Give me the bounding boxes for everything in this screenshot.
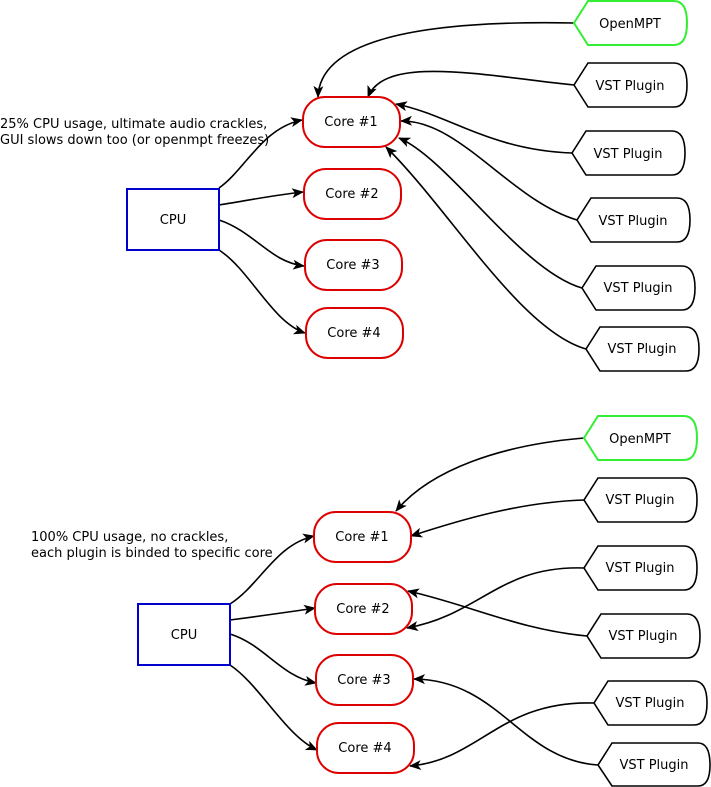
edge-bottom-plugin3-core2	[407, 588, 588, 637]
bottom-diagram: 100% CPU usage, no crackles, each plugin…	[31, 415, 711, 787]
top-plugin-4-label: VST Plugin	[603, 281, 672, 296]
bottom-core-3	[315, 654, 414, 706]
top-plugin-5-label: VST Plugin	[607, 342, 676, 357]
edge-top-cpu-core4	[218, 249, 306, 335]
top-plugin-4-shape	[581, 265, 696, 311]
edge-bottom-cpu-core4	[229, 664, 318, 751]
edge-top-plugin2-core1	[395, 101, 573, 154]
top-core-2-label: Core #2	[325, 187, 378, 202]
top-cpu-box	[126, 188, 220, 251]
edge-bottom-cpu-core2	[229, 604, 316, 621]
top-plugin-5-shape	[585, 326, 700, 372]
bottom-plugin-3-shape	[586, 613, 701, 659]
top-openmpt-label: OpenMPT	[599, 17, 661, 32]
top-diagram: 25% CPU usage, ultimate audio crackles, …	[0, 0, 700, 372]
edge-bottom-plugin5-core3	[413, 674, 599, 766]
edge-top-plugin1-core1	[367, 70, 575, 98]
top-plugin-3-label: VST Plugin	[598, 214, 667, 229]
top-plugin-3-shape	[576, 197, 691, 243]
edge-top-plugin4-core1	[398, 137, 583, 289]
bottom-cpu-box	[137, 603, 231, 666]
top-plugin-2-label: VST Plugin	[593, 147, 662, 162]
top-core-3-label: Core #3	[326, 258, 379, 273]
top-core-1-label: Core #1	[324, 115, 377, 130]
bottom-core-1	[313, 511, 412, 563]
top-cpu-label: CPU	[160, 213, 186, 228]
edge-top-plugin5-core1	[385, 146, 587, 350]
bottom-plugin-5-shape	[597, 742, 711, 787]
top-core-3	[304, 239, 403, 291]
edge-top-cpu-core2	[218, 188, 304, 206]
bottom-note-line-1: 100% CPU usage, no crackles,	[31, 530, 228, 545]
bottom-cpu-label: CPU	[171, 628, 197, 643]
bottom-plugin-2-shape	[583, 545, 698, 591]
bottom-plugin-1-label: VST Plugin	[605, 493, 674, 508]
bottom-plugin-5-label: VST Plugin	[619, 758, 688, 773]
edge-bottom-openmpt-core1	[395, 437, 585, 512]
edge-bottom-cpu-core1	[229, 533, 315, 605]
top-openmpt-shape	[572, 0, 689, 46]
edge-top-plugin3-core1	[400, 115, 578, 221]
bottom-plugin-1-shape	[583, 477, 698, 523]
edge-top-cpu-core3	[218, 219, 305, 270]
top-core-4	[305, 307, 404, 359]
top-plugin-2-shape	[571, 130, 686, 176]
edge-top-openmpt-core1	[313, 21, 575, 98]
bottom-core-3-label: Core #3	[337, 673, 390, 688]
bottom-openmpt-label: OpenMPT	[609, 432, 671, 447]
top-core-4-label: Core #4	[327, 326, 380, 341]
edge-top-cpu-core1	[218, 117, 303, 189]
bottom-core-4	[316, 722, 415, 774]
top-core-1	[302, 96, 401, 148]
top-plugin-1-label: VST Plugin	[595, 79, 664, 94]
bottom-plugin-3-label: VST Plugin	[608, 629, 677, 644]
bottom-note-line-2: each plugin is binded to specific core	[31, 546, 273, 561]
bottom-core-4-label: Core #4	[338, 741, 391, 756]
top-note-line-2: GUI slows down too (or openmpt freezes)	[0, 133, 269, 148]
bottom-plugin-2-label: VST Plugin	[605, 561, 674, 576]
edge-bottom-plugin1-core1	[410, 499, 585, 538]
bottom-plugin-4-shape	[593, 680, 708, 726]
top-plugin-1-shape	[573, 62, 688, 108]
edge-bottom-cpu-core3	[229, 633, 317, 686]
top-core-2	[303, 168, 402, 220]
edge-bottom-plugin4-core4	[409, 702, 595, 771]
bottom-plugin-4-label: VST Plugin	[615, 696, 684, 711]
bottom-core-2-label: Core #2	[336, 602, 389, 617]
top-note-line-1: 25% CPU usage, ultimate audio crackles,	[0, 117, 267, 132]
edge-bottom-plugin2-core2	[406, 567, 585, 631]
bottom-core-1-label: Core #1	[335, 530, 388, 545]
bottom-openmpt-shape	[582, 415, 699, 461]
bottom-core-2	[314, 583, 413, 635]
